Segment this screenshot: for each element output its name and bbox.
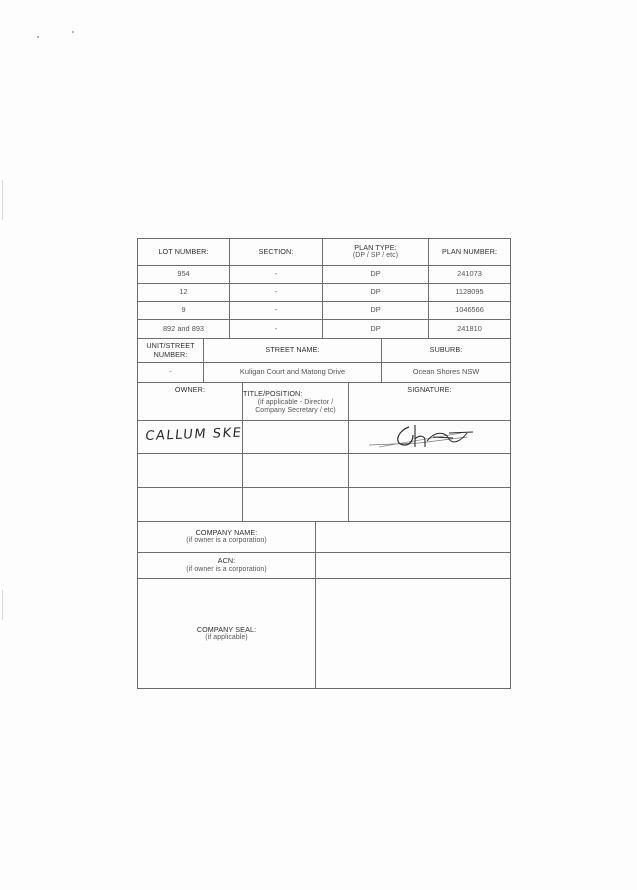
table-row: 12 - DP 1128095: [138, 284, 510, 302]
acn-row: ACN: (if owner is a corporation): [138, 553, 510, 579]
acn-note: (if owner is a corporation): [186, 565, 267, 573]
company-name-row: COMPANY NAME: (if owner is a corporation…: [138, 522, 510, 553]
plan-type-header: PLAN TYPE: (DP / SP / etc): [323, 239, 429, 265]
company-name-field[interactable]: [316, 522, 510, 552]
table-row: 954 - DP 241073: [138, 266, 510, 284]
acn-field[interactable]: [316, 553, 510, 578]
signature-drawing: [349, 421, 510, 453]
signature-header: SIGNATURE:: [407, 385, 452, 394]
plan-number-cell: 241810: [457, 323, 482, 333]
lot-number-header: LOT NUMBER:: [138, 239, 230, 265]
address-value-row: - Kuligan Court and Matong Drive Ocean S…: [138, 363, 510, 383]
street-name-value: Kuligan Court and Matong Drive: [204, 363, 382, 382]
unit-street-number-header: UNIT/STREET NUMBER:: [138, 339, 204, 362]
lot-number-cell: 892 and 893: [138, 320, 230, 338]
signature-cell[interactable]: [349, 488, 510, 521]
company-seal-note: (if applicable): [205, 634, 248, 642]
suburb-value: Ocean Shores NSW: [412, 367, 480, 377]
section-cell: -: [230, 302, 323, 319]
table-row: [138, 488, 510, 522]
plan-type-cell: DP: [323, 320, 429, 338]
plan-number-cell: 1046566: [455, 305, 484, 315]
lot-number-cell: 12: [138, 284, 230, 301]
section-cell: -: [230, 266, 323, 283]
plan-number-cell: 1128095: [455, 287, 484, 297]
scan-edge-mark: [2, 590, 3, 620]
suburb-header: SUBURB:: [429, 345, 463, 355]
title-position-header: TITLE/POSITION: (if applicable - Directo…: [243, 383, 349, 420]
plan-number-cell: 241073: [457, 269, 482, 279]
plan-type-cell: DP: [323, 302, 429, 319]
owner-cell[interactable]: [138, 454, 243, 487]
title-position-label: TITLE/POSITION:: [243, 389, 303, 399]
title-position-cell[interactable]: [243, 421, 349, 453]
address-header-row: UNIT/STREET NUMBER: STREET NAME: SUBURB:: [138, 339, 510, 363]
company-seal-label: COMPANY SEAL:: [196, 624, 257, 634]
acn-label: ACN:: [217, 556, 236, 566]
lot-number-cell: 9: [138, 302, 230, 319]
street-name-header: STREET NAME:: [204, 339, 382, 362]
scan-speck: [72, 31, 74, 33]
title-position-cell[interactable]: [243, 454, 349, 487]
table-row: CALLUM SKED: [138, 421, 510, 454]
signature-cell[interactable]: [349, 421, 510, 453]
acn-label-cell: ACN: (if owner is a corporation): [138, 553, 316, 578]
plan-type-note: (DP / SP / etc): [352, 252, 399, 260]
company-name-note: (if owner is a corporation): [186, 537, 267, 545]
section-header: SECTION:: [230, 239, 323, 265]
unit-street-number-value: -: [138, 363, 204, 382]
section-cell: -: [230, 284, 323, 301]
plan-number-header: PLAN NUMBER:: [441, 246, 498, 256]
landowner-consent-form: LOT NUMBER: SECTION: PLAN TYPE: (DP / SP…: [137, 238, 511, 689]
owner-header: OWNER:: [138, 383, 243, 420]
scan-edge-mark: [2, 180, 3, 220]
signature-cell[interactable]: [349, 454, 510, 487]
company-seal-row: COMPANY SEAL: (if applicable): [138, 579, 510, 689]
company-name-label-cell: COMPANY NAME: (if owner is a corporation…: [138, 522, 316, 552]
table-row: 892 and 893 - DP 241810: [138, 320, 510, 339]
title-position-note: (if applicable - Director / Company Secr…: [255, 399, 336, 415]
scan-speck: [37, 36, 39, 38]
plan-type-label: PLAN TYPE:: [354, 242, 397, 252]
owner-cell[interactable]: [138, 488, 243, 521]
company-name-label: COMPANY NAME:: [195, 527, 258, 537]
title-position-cell[interactable]: [243, 488, 349, 521]
plan-type-cell: DP: [323, 266, 429, 283]
lots-header-row: LOT NUMBER: SECTION: PLAN TYPE: (DP / SP…: [138, 239, 510, 266]
handwritten-signature-icon: [368, 425, 474, 448]
table-row: 9 - DP 1046566: [138, 302, 510, 320]
owner-handwritten-name: CALLUM SKED: [144, 425, 243, 444]
lot-number-cell: 954: [138, 266, 230, 283]
plan-type-cell: DP: [323, 284, 429, 301]
table-row: [138, 454, 510, 488]
owner-cell[interactable]: CALLUM SKED: [138, 421, 243, 453]
owners-header-row: OWNER: TITLE/POSITION: (if applicable - …: [138, 383, 510, 421]
company-seal-label-cell: COMPANY SEAL: (if applicable): [138, 579, 316, 689]
company-seal-area[interactable]: [316, 579, 510, 689]
section-cell: -: [230, 320, 323, 338]
